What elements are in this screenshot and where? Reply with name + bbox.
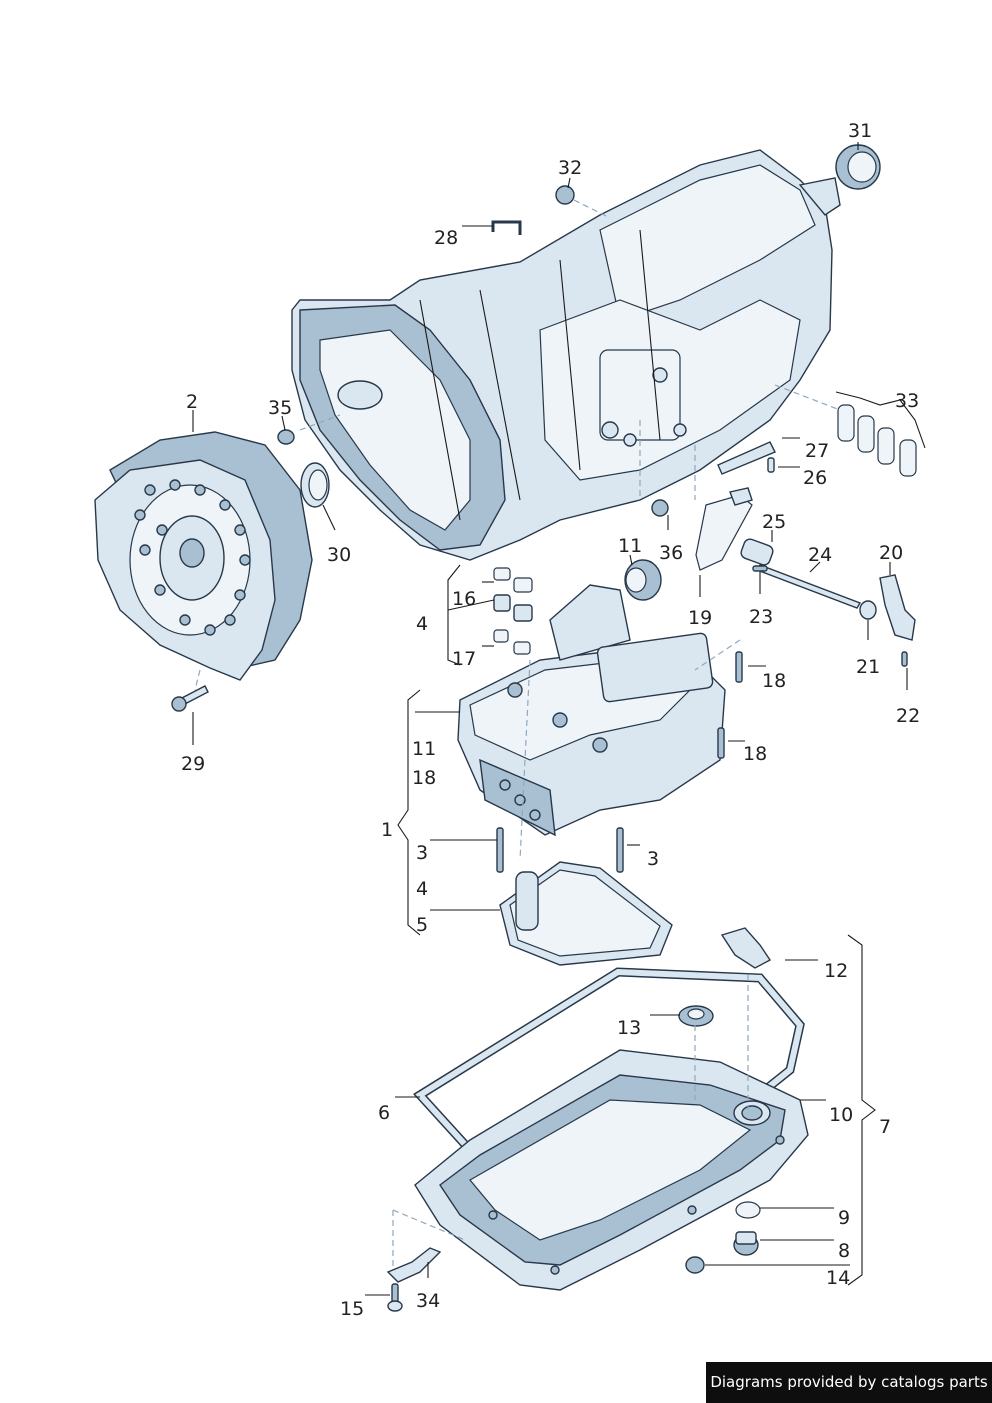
callout-11-side: 11 bbox=[412, 738, 436, 760]
callout-19: 19 bbox=[688, 607, 712, 629]
callout-8: 8 bbox=[838, 1240, 850, 1262]
bushing-35 bbox=[277, 429, 295, 445]
callout-27: 27 bbox=[805, 440, 829, 462]
callout-32: 32 bbox=[558, 157, 582, 179]
callout-14: 14 bbox=[826, 1267, 850, 1289]
converter-bolt-circle bbox=[134, 479, 251, 636]
callout-25: 25 bbox=[762, 511, 786, 533]
selector-linkage bbox=[695, 441, 916, 667]
seals-16-17 bbox=[493, 567, 533, 655]
boot-11 bbox=[624, 559, 662, 601]
callout-31: 31 bbox=[848, 120, 872, 142]
bracket-34 bbox=[386, 1247, 442, 1283]
callout-16: 16 bbox=[452, 588, 476, 610]
drain-seal-9 bbox=[735, 1201, 761, 1219]
callout-7: 7 bbox=[879, 1116, 891, 1138]
callout-12: 12 bbox=[824, 960, 848, 982]
callout-29: 29 bbox=[181, 753, 205, 775]
callout-30: 30 bbox=[327, 544, 351, 566]
callout-3-left: 3 bbox=[416, 842, 428, 864]
plug-32 bbox=[555, 185, 575, 205]
callout-23: 23 bbox=[749, 606, 773, 628]
oil-pan bbox=[414, 1049, 809, 1291]
magnet-13 bbox=[678, 1005, 714, 1027]
footer-credit: Diagrams provided by catalogs parts bbox=[706, 1362, 992, 1403]
callout-10: 10 bbox=[829, 1104, 853, 1126]
callout-28: 28 bbox=[434, 227, 458, 249]
oil-filter bbox=[499, 861, 673, 966]
transmission-housing bbox=[291, 149, 841, 561]
callout-15: 15 bbox=[340, 1298, 364, 1320]
callout-18-top: 18 bbox=[762, 670, 786, 692]
leader-lines bbox=[192, 142, 926, 1296]
callout-4-top: 4 bbox=[416, 613, 428, 635]
callout-18-mid: 18 bbox=[743, 743, 767, 765]
callout-1: 1 bbox=[381, 819, 393, 841]
drain-plug-8 bbox=[733, 1231, 759, 1256]
callout-17: 17 bbox=[452, 648, 476, 670]
sleeves-33 bbox=[837, 404, 917, 477]
callout-9: 9 bbox=[838, 1207, 850, 1229]
seal-ring-31 bbox=[835, 144, 881, 190]
bolts-3 bbox=[496, 827, 624, 873]
callout-35: 35 bbox=[268, 397, 292, 419]
seal-ring-30 bbox=[300, 462, 330, 508]
bolts-18 bbox=[717, 651, 743, 759]
callout-4-side: 4 bbox=[416, 878, 428, 900]
callout-24: 24 bbox=[808, 544, 832, 566]
plug-36 bbox=[651, 499, 669, 517]
callout-34: 34 bbox=[416, 1290, 440, 1312]
callout-13: 13 bbox=[617, 1017, 641, 1039]
callout-33: 33 bbox=[895, 390, 919, 412]
bolt-29 bbox=[171, 685, 209, 712]
callout-22: 22 bbox=[896, 705, 920, 727]
callout-21: 21 bbox=[856, 656, 880, 678]
callout-2: 2 bbox=[186, 391, 198, 413]
callout-11-top: 11 bbox=[618, 535, 642, 557]
callout-36: 36 bbox=[659, 542, 683, 564]
callout-labels: 2 35 30 28 32 31 33 27 26 25 24 20 21 22… bbox=[181, 120, 920, 1320]
callout-3-right: 3 bbox=[647, 848, 659, 870]
bolt-15 bbox=[387, 1283, 403, 1312]
callout-26: 26 bbox=[803, 467, 827, 489]
callout-6: 6 bbox=[378, 1102, 390, 1124]
connector-12 bbox=[720, 927, 772, 969]
plug-14 bbox=[685, 1256, 705, 1274]
torque-converter bbox=[94, 431, 313, 681]
clip-28 bbox=[491, 220, 522, 235]
callout-18-side: 18 bbox=[412, 767, 436, 789]
callout-20: 20 bbox=[879, 542, 903, 564]
assembly-lines bbox=[194, 199, 841, 1268]
callout-5: 5 bbox=[416, 914, 428, 936]
valve-body-mechatronic bbox=[457, 584, 726, 837]
